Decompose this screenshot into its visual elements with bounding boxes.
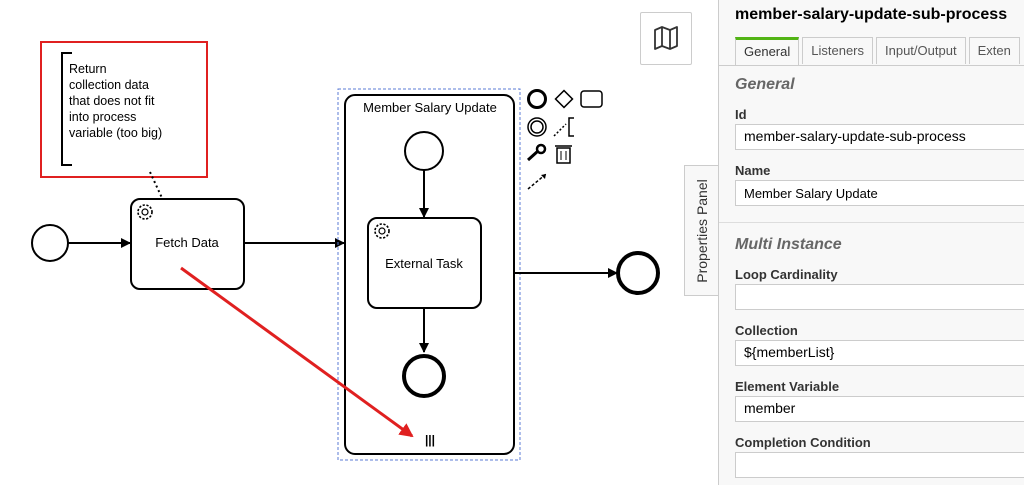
external-task-label: External Task [385,256,463,271]
external-task-gear-icon [374,223,390,239]
tab-general[interactable]: General [735,37,800,65]
fetch-data-label: Fetch Data [155,235,219,250]
text-annotation[interactable] [61,52,72,166]
tab-input-output[interactable]: Input/Output [876,37,966,64]
element-variable-label: Element Variable [735,379,840,394]
annotation-line: collection data [69,78,149,92]
tab-extensions[interactable]: Exten [968,37,1020,64]
annotation-line: that does not fit [69,94,155,108]
section-general-heading: General [735,76,795,93]
name-input[interactable]: Member Salary Update [735,180,1024,206]
start-event[interactable] [31,224,69,262]
minimap-toggle-button[interactable] [640,12,692,65]
properties-panel-toggle[interactable]: Properties Panel [684,165,718,296]
red-callout-arrow [180,266,414,438]
section-multi-instance-heading: Multi Instance [735,236,842,253]
subprocess-label: Member Salary Update [363,100,497,115]
selection-outline [337,88,521,461]
completion-condition-label: Completion Condition [735,435,871,450]
annotation-line: variable (too big) [69,126,162,140]
collection-label: Collection [735,323,798,338]
annotation-text: Return collection data that does not fit… [69,62,162,140]
id-input[interactable]: member-salary-update-sub-process [735,124,1024,150]
external-task[interactable]: External Task [367,217,482,309]
section-divider [719,222,1024,223]
append-intermediate-event-icon[interactable] [527,117,547,137]
annotation-highlight-box [40,41,208,178]
loop-cardinality-label: Loop Cardinality [735,267,838,282]
properties-panel-toggle-label: Properties Panel [693,178,710,283]
append-text-annotation-icon[interactable] [553,117,574,137]
collection-input[interactable]: ${memberList} [735,340,1024,366]
tabs-divider [719,65,1024,66]
bpmn-diagram[interactable]: Return collection data that does not fit… [0,0,718,485]
change-type-wrench-icon[interactable] [526,143,547,162]
loop-cardinality-input[interactable] [735,284,1024,310]
name-label: Name [735,163,771,178]
panel-title: member-salary-update-sub-process [735,6,1008,23]
append-task-icon[interactable] [580,90,603,108]
multi-instance-parallel-marker: ||| [425,433,435,447]
annotation-line: Return [69,62,107,76]
element-variable-input[interactable]: member [735,396,1024,422]
delete-trash-icon[interactable] [555,145,572,164]
member-salary-update-subprocess[interactable]: Member Salary Update External Task ||| [344,94,515,455]
service-task-gear-icon [137,204,153,220]
context-pad [526,89,603,190]
properties-panel: member-salary-update-sub-process General… [718,0,1024,485]
inner-end-event[interactable] [402,354,446,398]
diagram-canvas[interactable]: Return collection data that does not fit… [0,0,718,485]
inner-start-event[interactable] [404,131,444,171]
tab-listeners[interactable]: Listeners [802,37,873,64]
connect-arrow-icon[interactable] [527,173,547,190]
end-event[interactable] [616,251,660,295]
map-icon [654,26,678,50]
id-label: Id [735,107,747,122]
append-end-event-icon[interactable] [527,89,547,109]
fetch-data-task[interactable]: Fetch Data [130,198,245,290]
append-gateway-icon[interactable] [554,89,574,109]
annotation-association[interactable] [149,171,163,199]
completion-condition-input[interactable] [735,452,1024,478]
annotation-line: into process [69,110,136,124]
